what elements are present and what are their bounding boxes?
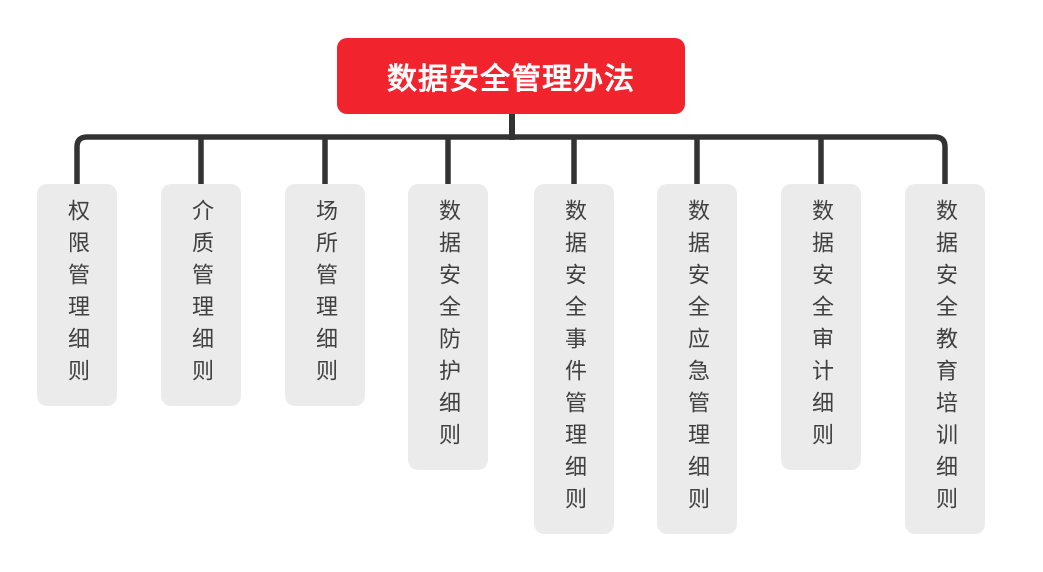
child-node-label: 数据安全防护细则 (436, 199, 461, 455)
child-node-label: 场所管理细则 (313, 199, 338, 391)
root-node-label: 数据安全管理办法 (387, 63, 635, 96)
child-node-5[interactable]: 数据安全事件管理细则 (534, 184, 614, 534)
child-node-2[interactable]: 介质管理细则 (161, 184, 241, 406)
child-node-3[interactable]: 场所管理细则 (285, 184, 365, 406)
child-node-label: 权限管理细则 (65, 199, 90, 391)
child-node-7[interactable]: 数据安全审计细则 (781, 184, 861, 470)
child-node-4[interactable]: 数据安全防护细则 (408, 184, 488, 470)
child-node-1[interactable]: 权限管理细则 (37, 184, 117, 406)
child-node-label: 数据安全应急管理细则 (685, 199, 710, 519)
child-node-label: 数据安全教育培训细则 (933, 199, 958, 519)
root-node[interactable]: 数据安全管理办法 (337, 38, 685, 114)
child-node-8[interactable]: 数据安全教育培训细则 (905, 184, 985, 534)
child-node-6[interactable]: 数据安全应急管理细则 (657, 184, 737, 534)
child-node-label: 介质管理细则 (189, 199, 214, 391)
child-node-label: 数据安全事件管理细则 (562, 199, 587, 519)
child-node-label: 数据安全审计细则 (809, 199, 834, 455)
